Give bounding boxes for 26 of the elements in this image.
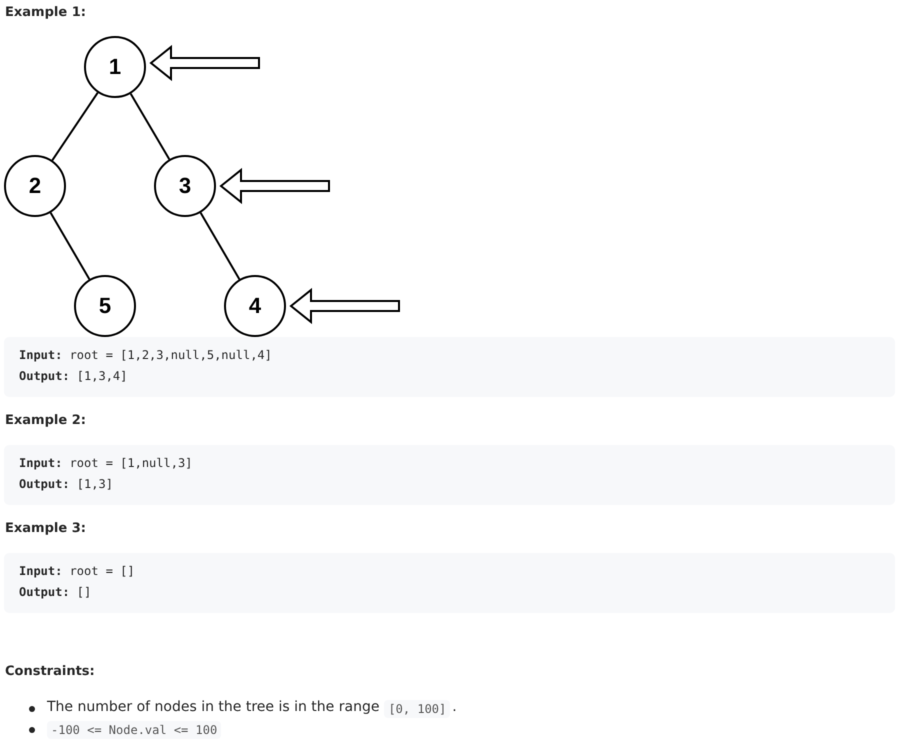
hollow-arrow [219,168,330,204]
constraint-text: The number of nodes in the tree is in the range [47,699,380,715]
code-line: Output: [1,3] [19,477,113,491]
tree-edge [130,93,170,160]
section-heading: Example 3: [5,521,86,536]
inline-code: [0, 100] [384,700,450,718]
code-line: Output: [1,3,4] [19,369,128,383]
tree-node-circle: 4 [224,275,286,337]
section-heading: Constraints: [5,664,95,679]
tree-edge [50,212,90,280]
code-line: Input: root = [1,2,3,null,5,null,4] [19,348,272,362]
section-heading: Example 2: [5,413,86,428]
tree-node-circle: 3 [154,155,216,217]
tree-edge [51,92,99,161]
section-heading: Example 1: [5,5,86,20]
code-line: Input: root = [] [19,564,135,578]
hollow-arrow [149,44,260,82]
code-line: Input: root = [1,null,3] [19,456,192,470]
hollow-arrow [289,288,400,324]
tree-edge [200,212,240,280]
constraint-text: . [452,699,457,715]
tree-node-circle: 5 [74,275,136,337]
tree-node-circle: 2 [4,155,66,217]
tree-node-circle: 1 [84,36,146,98]
code-line: Output: [] [19,585,92,599]
inline-code: -100 <= Node.val <= 100 [47,721,222,739]
